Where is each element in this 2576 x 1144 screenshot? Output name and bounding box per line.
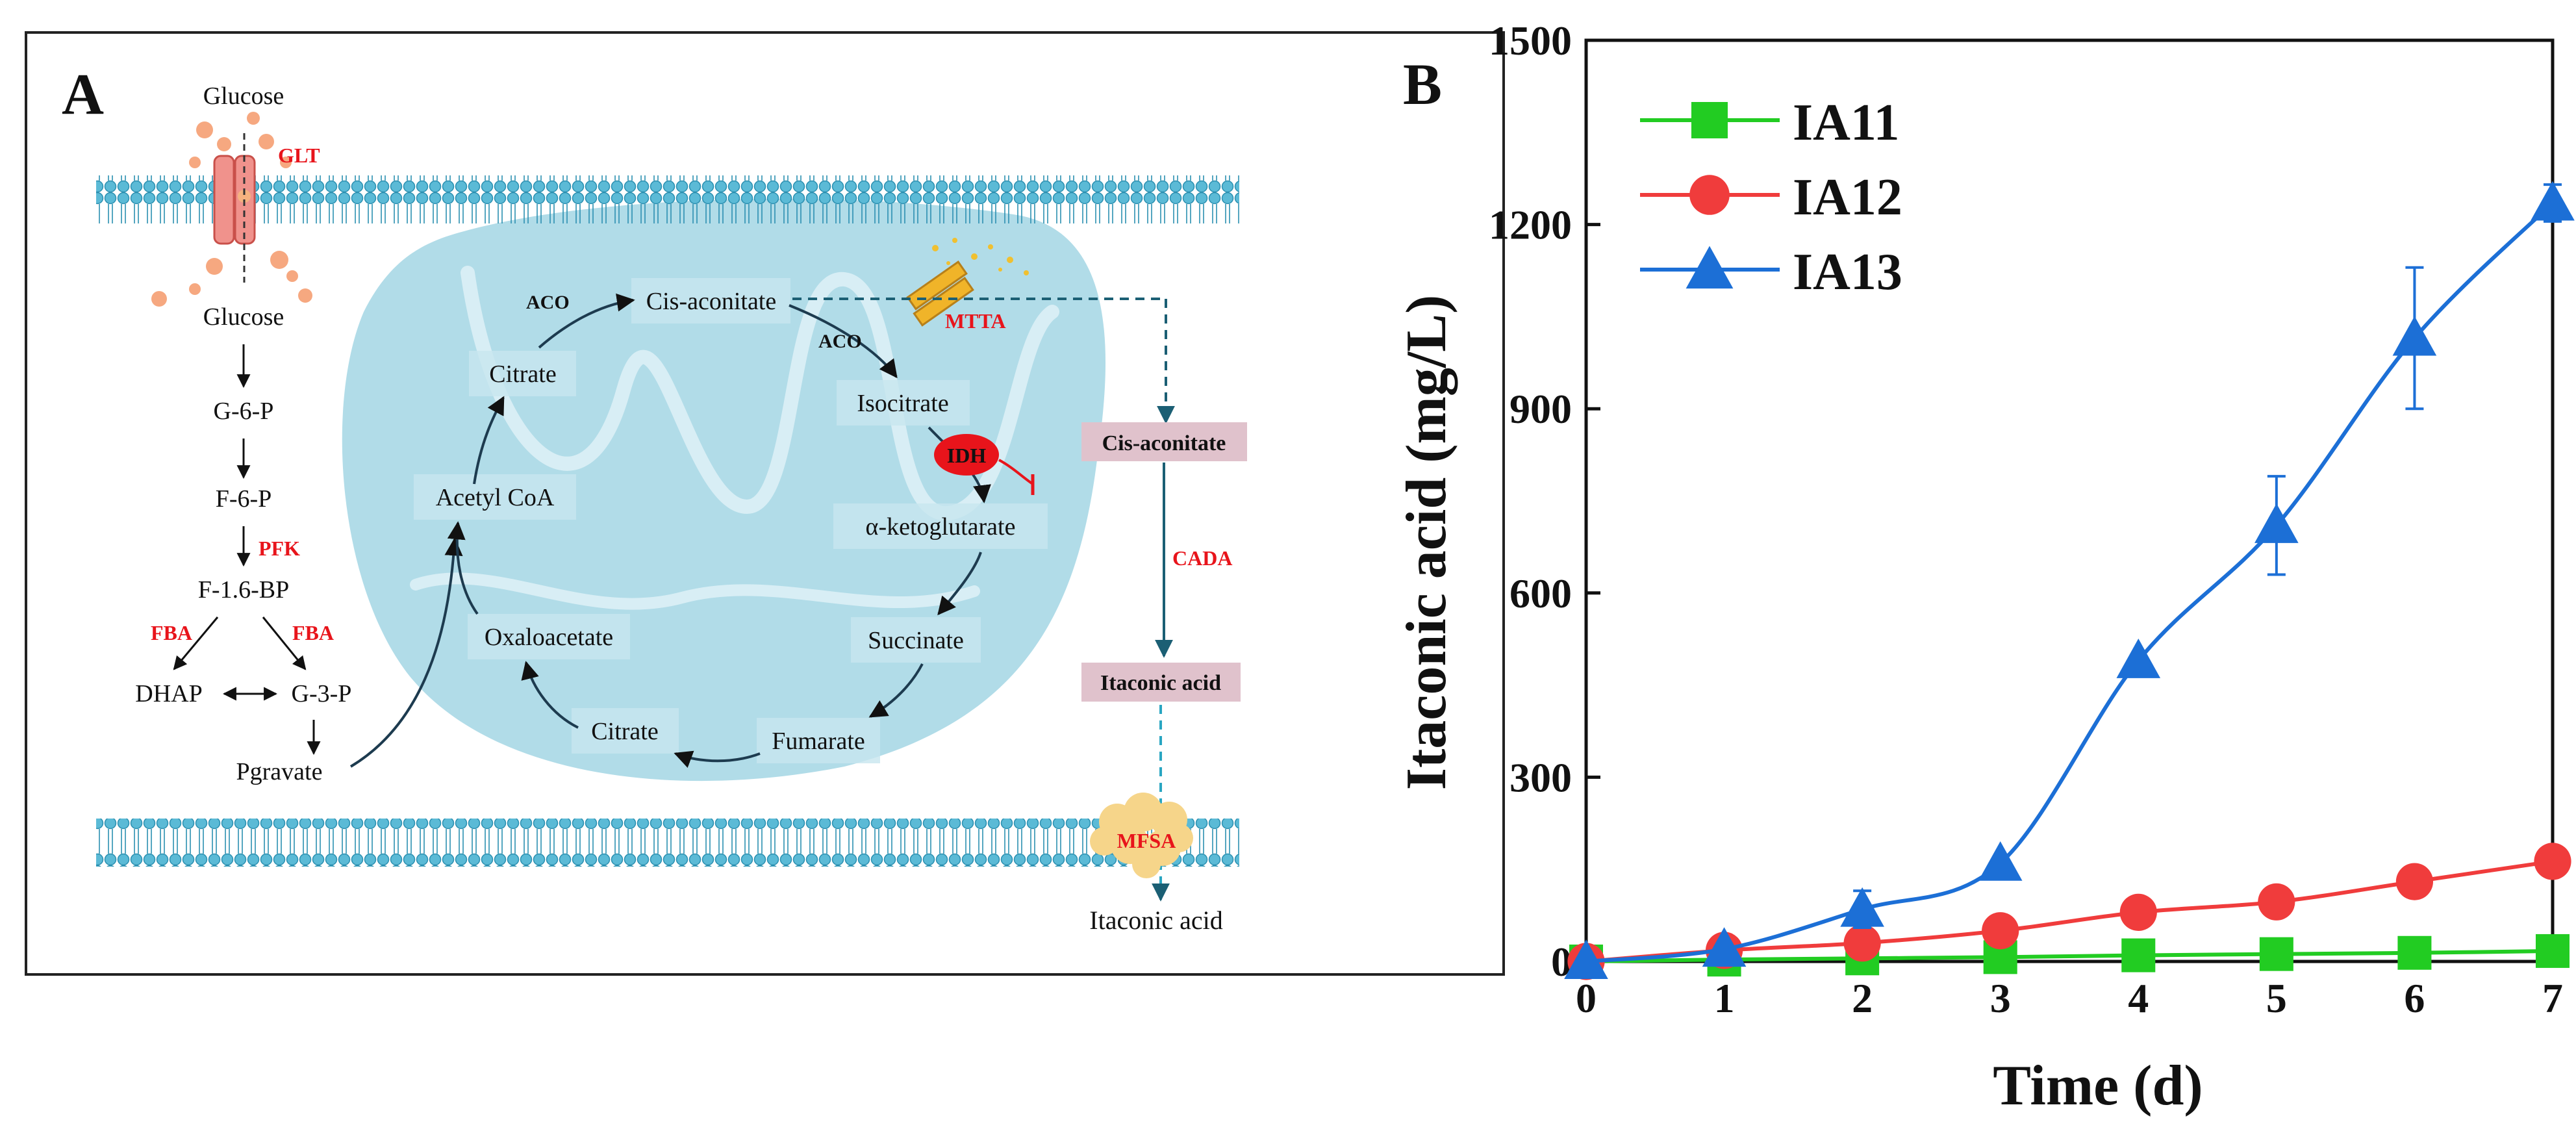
node-citrate-bottom: Citrate [591, 718, 658, 745]
x-tick-label: 0 [1576, 975, 1597, 1021]
enzyme-fba-right: FBA [292, 621, 334, 644]
y-axis-title: Itaconic acid (mg/L) [1395, 295, 1458, 791]
y-tick-label: 1200 [1489, 202, 1572, 248]
data-point-ia11 [2259, 937, 2293, 971]
enzyme-glt: GLT [278, 144, 320, 167]
data-point-ia12 [1843, 924, 1881, 962]
x-tick-label: 4 [2128, 975, 2149, 1021]
plot-frame [1584, 38, 2555, 963]
y-tick-label: 1500 [1489, 18, 1572, 64]
data-point-ia13 [1564, 939, 1608, 980]
data-point-ia12 [2395, 863, 2434, 900]
node-itaconic-cyto: Itaconic acid [1100, 671, 1221, 695]
node-itaconic-outside: Itaconic acid [1089, 906, 1222, 935]
enzyme-aco-2: ACO [818, 331, 862, 352]
data-point-ia12 [2119, 893, 2157, 931]
node-g6p: G-6-P [214, 398, 274, 425]
node-dhap: DHAP [135, 680, 202, 707]
legend-marker-ia12 [1689, 175, 1730, 215]
enzyme-mfsa: MFSA [1117, 829, 1176, 852]
data-point-ia11 [2397, 935, 2432, 970]
node-oxaloacetate: Oxaloacetate [485, 624, 613, 651]
plasma-membrane-top [96, 175, 1239, 223]
data-point-ia12 [2534, 843, 2571, 880]
node-glucose-inside: Glucose [203, 303, 284, 331]
node-cis-aconitate-cyto: Cis-aconitate [1102, 431, 1226, 455]
legend-label-ia12: IA12 [1793, 169, 1902, 226]
cis-aconitate-box [1081, 422, 1247, 461]
x-tick-label: 2 [1852, 975, 1873, 1021]
node-acetyl-coa: Acetyl CoA [436, 484, 555, 511]
itaconic-box [1081, 663, 1241, 702]
mtta-transporter [906, 238, 1029, 327]
y-tick-label: 900 [1509, 386, 1572, 432]
data-point-ia11 [2536, 934, 2570, 968]
enzyme-cada: CADA [1172, 546, 1232, 570]
enzyme-pfk: PFK [259, 537, 300, 560]
series-line-ia13 [1585, 201, 2555, 963]
enzyme-fba-left: FBA [151, 621, 192, 644]
node-f16bp: F-1.6-BP [198, 576, 289, 604]
x-tick-label: 7 [2542, 975, 2563, 1021]
panel-a-label: A [62, 62, 104, 127]
panel-a-pathway-diagram: A GLT Glucose Glucose G-6-P [25, 31, 1505, 976]
node-isocitrate: Isocitrate [857, 390, 948, 417]
node-glucose-outside: Glucose [203, 83, 284, 110]
x-tick-label: 5 [2266, 975, 2287, 1021]
x-tick-label: 3 [1990, 975, 2011, 1021]
idh-badge [934, 434, 999, 476]
node-pyruvate: Pgravate [236, 758, 323, 785]
data-point-ia13 [1702, 927, 1747, 967]
x-tick-label: 1 [1714, 975, 1735, 1021]
node-fumarate: Fumarate [772, 728, 865, 755]
plasma-membrane-bottom [96, 819, 1239, 867]
glt-transporter [151, 112, 312, 307]
mfsa-transporter [1090, 793, 1193, 878]
legend-label-ia11: IA11 [1793, 94, 1900, 151]
y-tick-label: 600 [1509, 570, 1572, 616]
data-point-ia13 [2116, 638, 2161, 678]
data-point-ia13 [2254, 503, 2299, 543]
node-succinate: Succinate [868, 627, 964, 654]
enzyme-idh: IDH [947, 444, 987, 467]
data-point-ia13 [1840, 887, 1884, 927]
panel-b-label: B [1403, 53, 1442, 117]
node-akg: α-ketoglutarate [866, 513, 1016, 540]
data-point-ia12 [2258, 883, 2295, 921]
enzyme-mtta: MTTA [945, 309, 1006, 333]
legend-label-ia13: IA13 [1793, 244, 1902, 301]
enzyme-aco-1: ACO [526, 292, 570, 313]
data-point-ia13 [2392, 316, 2437, 356]
node-cis-aconitate-mito: Cis-aconitate [646, 288, 776, 315]
x-axis-title: Time (d) [1993, 1054, 2203, 1117]
y-tick-label: 300 [1509, 754, 1572, 800]
chart-series [1564, 181, 2575, 980]
data-point-ia12 [1982, 912, 2019, 950]
node-f6p: F-6-P [216, 485, 272, 513]
data-point-ia11 [2121, 938, 2156, 972]
node-citrate-top: Citrate [489, 361, 556, 388]
node-g3p: G-3-P [292, 680, 352, 707]
data-point-ia13 [1978, 841, 2023, 881]
x-tick-label: 6 [2404, 975, 2425, 1021]
legend-marker-ia11 [1691, 102, 1728, 138]
data-point-ia13 [2531, 181, 2575, 221]
legend-marker-ia13 [1686, 246, 1734, 289]
